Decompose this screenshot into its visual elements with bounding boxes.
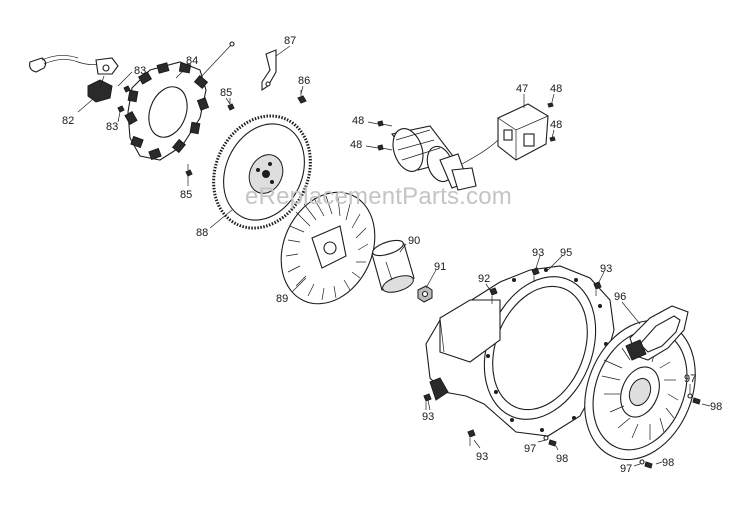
callout-89: 89 <box>276 293 288 305</box>
callout-48: 48 <box>550 119 562 131</box>
callout-97: 97 <box>684 373 696 385</box>
cooling-fan <box>280 191 376 305</box>
callout-97: 97 <box>620 463 632 475</box>
callout-93: 93 <box>600 263 612 275</box>
electric-starter <box>377 120 499 191</box>
callout-98: 98 <box>710 401 722 413</box>
flywheel <box>212 114 312 230</box>
callout-85: 85 <box>220 87 232 99</box>
callout-48: 48 <box>550 83 562 95</box>
callout-48: 48 <box>352 115 364 127</box>
housing-bolts <box>423 267 602 446</box>
callout-85: 85 <box>180 189 192 201</box>
callout-47: 47 <box>516 83 528 95</box>
callout-98: 98 <box>556 453 568 465</box>
callout-97: 97 <box>524 443 536 455</box>
ignition-coil <box>29 55 119 103</box>
callout-labels: 82 83 83 84 85 85 86 87 88 89 90 91 47 4… <box>62 35 722 475</box>
callout-83: 83 <box>134 65 146 77</box>
callout-93: 93 <box>532 247 544 259</box>
starter-relay <box>497 102 556 161</box>
leader-lines <box>77 45 711 467</box>
callout-91: 91 <box>434 261 446 273</box>
recoil-starter <box>584 305 696 461</box>
starter-cup <box>371 239 415 293</box>
callout-84: 84 <box>186 55 198 67</box>
callout-48: 48 <box>350 139 362 151</box>
callout-86: 86 <box>298 75 310 87</box>
callout-92: 92 <box>478 273 490 285</box>
bracket <box>261 49 277 92</box>
blower-housing <box>425 265 615 437</box>
callout-98: 98 <box>662 457 674 469</box>
callout-90: 90 <box>408 235 420 247</box>
callout-93: 93 <box>476 451 488 463</box>
callout-88: 88 <box>196 227 208 239</box>
callout-87: 87 <box>284 35 296 47</box>
small-bolts <box>117 85 307 177</box>
callout-96: 96 <box>614 291 626 303</box>
callout-83: 83 <box>106 121 118 133</box>
callout-93: 93 <box>422 411 434 423</box>
flywheel-nut <box>417 285 433 303</box>
stator <box>124 41 235 161</box>
callout-95: 95 <box>560 247 572 259</box>
callout-82: 82 <box>62 115 74 127</box>
